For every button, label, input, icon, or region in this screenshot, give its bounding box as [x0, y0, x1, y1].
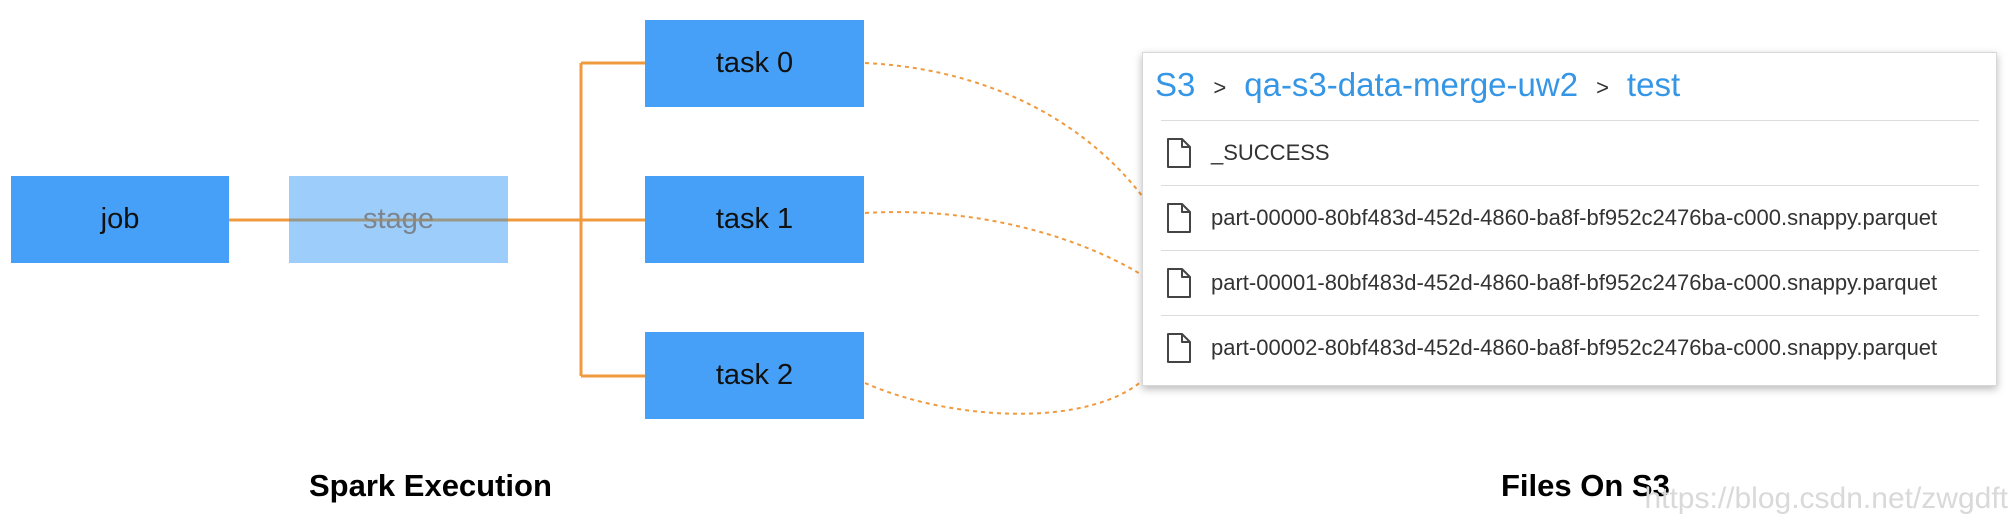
file-icon	[1167, 203, 1191, 233]
file-name: part-00001-80bf483d-452d-4860-ba8f-bf952…	[1211, 270, 1938, 295]
task-1-label: task 1	[715, 203, 794, 235]
job-box: job	[11, 176, 229, 263]
file-icon	[1167, 138, 1191, 168]
breadcrumb-s3[interactable]: S3	[1155, 66, 1196, 103]
file-row[interactable]: part-00002-80bf483d-452d-4860-ba8f-bf952…	[1161, 315, 1979, 380]
breadcrumb-separator: >	[1213, 75, 1227, 100]
watermark: https://blog.csdn.net/zwgdft	[1644, 482, 2008, 515]
file-icon	[1167, 268, 1191, 298]
task-1-file-link	[864, 211, 1161, 288]
task-0-label: task 0	[715, 47, 794, 79]
breadcrumb: S3 > qa-s3-data-merge-uw2 > test	[1155, 61, 1680, 109]
files-on-s3-caption: Files On S3	[1501, 468, 1670, 503]
task-2-label: task 2	[715, 359, 794, 391]
task-1-box: task 1	[645, 176, 864, 263]
file-icon	[1167, 333, 1191, 363]
file-row[interactable]: part-00001-80bf483d-452d-4860-ba8f-bf952…	[1161, 250, 1979, 315]
file-name: part-00002-80bf483d-452d-4860-ba8f-bf952…	[1211, 335, 1938, 360]
breadcrumb-folder[interactable]: test	[1626, 66, 1681, 103]
task-0-box: task 0	[645, 20, 864, 107]
file-name: part-00000-80bf483d-452d-4860-ba8f-bf952…	[1211, 205, 1938, 230]
spark-execution-caption: Spark Execution	[309, 468, 552, 503]
breadcrumb-separator: >	[1596, 75, 1609, 100]
breadcrumb-bucket[interactable]: qa-s3-data-merge-uw2	[1244, 66, 1579, 103]
file-name: _SUCCESS	[1211, 140, 1330, 165]
s3-file-browser: S3 > qa-s3-data-merge-uw2 > test _SUCCES…	[1142, 52, 1997, 386]
file-row[interactable]: part-00000-80bf483d-452d-4860-ba8f-bf952…	[1161, 185, 1979, 250]
task-2-box: task 2	[645, 332, 864, 419]
job-label: job	[100, 203, 140, 235]
task-2-file-link	[864, 359, 1161, 415]
file-row[interactable]: _SUCCESS	[1161, 120, 1979, 185]
